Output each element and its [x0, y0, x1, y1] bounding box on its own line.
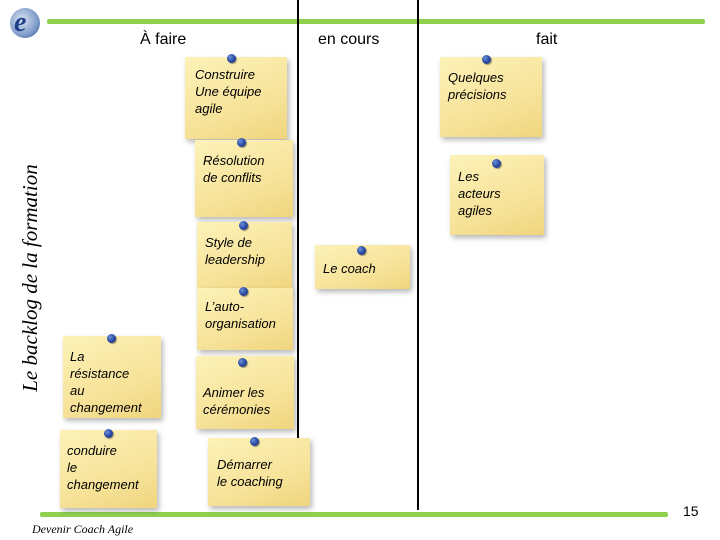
sticky-note-construire[interactable]: Construire Une équipe agile — [185, 57, 287, 139]
sticky-note-resolution[interactable]: Résolution de conflits — [195, 140, 293, 217]
pin-icon — [104, 429, 113, 438]
pin-icon — [357, 246, 366, 255]
pin-icon — [250, 437, 259, 446]
sticky-note-conduire[interactable]: conduire le changement — [60, 430, 157, 508]
note-text: Résolution de conflits — [203, 152, 264, 186]
page-number: 15 — [683, 503, 699, 519]
pin-icon — [227, 54, 236, 63]
sticky-note-precisions[interactable]: Quelques précisions — [440, 57, 542, 137]
note-text: La résistance au changement — [70, 348, 142, 416]
sticky-note-auto-organisation[interactable]: L’auto- organisation — [197, 288, 293, 350]
note-text: Démarrer le coaching — [217, 456, 283, 490]
column-header-in-progress: en cours — [318, 31, 379, 49]
side-title: Le backlog de la formation — [17, 78, 43, 478]
note-text: conduire le changement — [67, 442, 139, 493]
note-text: Les acteurs agiles — [458, 168, 501, 219]
column-header-done: fait — [536, 31, 557, 49]
sticky-note-style[interactable]: Style de leadership — [197, 222, 292, 290]
column-divider-left — [297, 0, 299, 438]
pin-icon — [238, 358, 247, 367]
column-header-todo: À faire — [140, 31, 186, 49]
note-text: Quelques précisions — [448, 69, 507, 103]
logo-letter: e — [14, 8, 26, 38]
note-text: L’auto- organisation — [205, 298, 276, 332]
bottom-green-bar — [40, 512, 668, 517]
sticky-note-resistance[interactable]: La résistance au changement — [63, 336, 161, 418]
top-green-bar — [47, 19, 705, 24]
sticky-note-demarrer[interactable]: Démarrer le coaching — [208, 438, 310, 506]
note-text: Style de leadership — [205, 234, 265, 268]
note-text: Animer les cérémonies — [203, 384, 270, 418]
sticky-note-acteurs[interactable]: Les acteurs agiles — [450, 155, 544, 235]
note-text: Construire Une équipe agile — [195, 66, 262, 117]
pin-icon — [239, 221, 248, 230]
pin-icon — [482, 55, 491, 64]
footer-text: Devenir Coach Agile — [32, 522, 133, 537]
sticky-note-le-coach[interactable]: Le coach — [315, 245, 410, 289]
pin-icon — [237, 138, 246, 147]
note-text: Le coach — [323, 260, 376, 277]
sticky-note-animer[interactable]: Animer les cérémonies — [196, 356, 294, 429]
pin-icon — [107, 334, 116, 343]
column-divider-right — [417, 0, 419, 510]
pin-icon — [239, 287, 248, 296]
pin-icon — [492, 159, 501, 168]
